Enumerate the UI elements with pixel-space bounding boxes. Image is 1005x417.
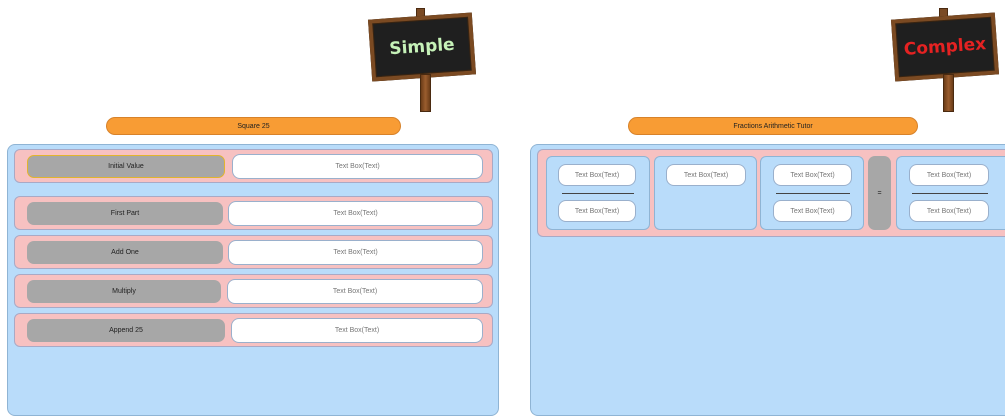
result-cell: Text Box(Text) Text Box(Text) — [896, 156, 1005, 230]
append-25-label: Append 25 — [27, 319, 225, 342]
operator-cell: Text Box(Text) — [654, 156, 757, 230]
multiply-label: Multiply — [27, 280, 221, 303]
row-initial-value: Initial Value Text Box(Text) — [14, 149, 493, 183]
fraction-bar — [912, 193, 988, 194]
fraction-expression-row: Text Box(Text) Text Box(Text) Text Box(T… — [537, 149, 1005, 237]
row-append-25: Append 25 Text Box(Text) — [14, 313, 493, 347]
initial-value-label: Initial Value — [27, 155, 225, 178]
fraction2-cell: Text Box(Text) Text Box(Text) — [760, 156, 864, 230]
right-title-text: Fractions Arithmetic Tutor — [733, 122, 813, 130]
initial-value-textbox[interactable]: Text Box(Text) — [232, 154, 483, 179]
left-title-text: Square 25 — [237, 122, 270, 130]
sign-post — [943, 74, 954, 112]
append-25-textbox[interactable]: Text Box(Text) — [231, 318, 483, 343]
sign-board: Simple — [367, 12, 477, 82]
fraction-bar — [562, 193, 634, 194]
result-numerator-textbox[interactable]: Text Box(Text) — [909, 164, 989, 186]
fraction1-cell: Text Box(Text) Text Box(Text) — [546, 156, 650, 230]
add-one-textbox[interactable]: Text Box(Text) — [228, 240, 483, 265]
fraction2-numerator-textbox[interactable]: Text Box(Text) — [773, 164, 852, 186]
sign-board: Complex — [890, 12, 1000, 82]
fractions-tutor-panel: Text Box(Text) Text Box(Text) Text Box(T… — [530, 144, 1005, 416]
fraction2-denominator-textbox[interactable]: Text Box(Text) — [773, 200, 852, 222]
fraction-bar — [776, 193, 850, 194]
add-one-label: Add One — [27, 241, 223, 264]
sign-label: Simple — [388, 34, 456, 60]
multiply-textbox[interactable]: Text Box(Text) — [227, 279, 483, 304]
right-title-bar: Fractions Arithmetic Tutor — [628, 117, 918, 135]
row-multiply: Multiply Text Box(Text) — [14, 274, 493, 308]
row-first-part: First Part Text Box(Text) — [14, 196, 493, 230]
sign-label: Complex — [903, 34, 987, 60]
square25-panel: Initial Value Text Box(Text) First Part … — [7, 144, 499, 416]
first-part-textbox[interactable]: Text Box(Text) — [228, 201, 483, 226]
operator-textbox[interactable]: Text Box(Text) — [666, 164, 746, 186]
row-add-one: Add One Text Box(Text) — [14, 235, 493, 269]
left-title-bar: Square 25 — [106, 117, 401, 135]
equals-sign: = — [868, 156, 891, 230]
result-denominator-textbox[interactable]: Text Box(Text) — [909, 200, 989, 222]
fraction1-denominator-textbox[interactable]: Text Box(Text) — [558, 200, 636, 222]
first-part-label: First Part — [27, 202, 223, 225]
sign-post — [420, 74, 431, 112]
fraction1-numerator-textbox[interactable]: Text Box(Text) — [558, 164, 636, 186]
